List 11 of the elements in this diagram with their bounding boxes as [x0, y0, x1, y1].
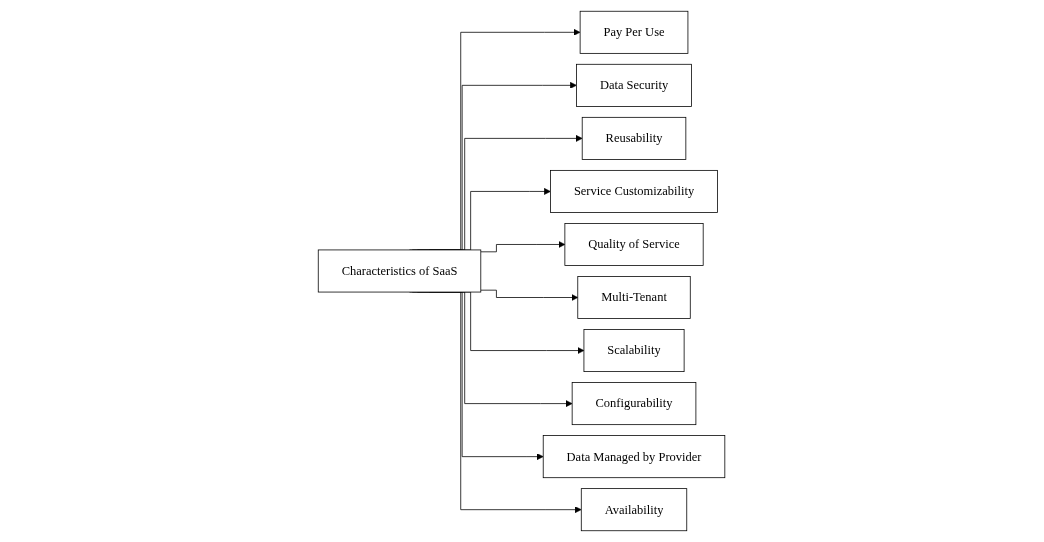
- node-box: Scalability: [584, 329, 685, 372]
- node-box: Data Security: [576, 63, 693, 107]
- node-box: Availability: [581, 488, 688, 532]
- node-box: Quality of Service: [564, 223, 704, 266]
- node-box: Configurability: [572, 382, 697, 426]
- node-box: Data Managed by Provider: [543, 435, 726, 479]
- node-box: Multi-Tenant: [577, 276, 692, 319]
- node-box: Characteristics of SaaS: [318, 249, 482, 293]
- node-box: Service Customizability: [550, 170, 719, 213]
- node-box: Reusability: [582, 116, 687, 160]
- node-box: Pay Per Use: [580, 10, 689, 54]
